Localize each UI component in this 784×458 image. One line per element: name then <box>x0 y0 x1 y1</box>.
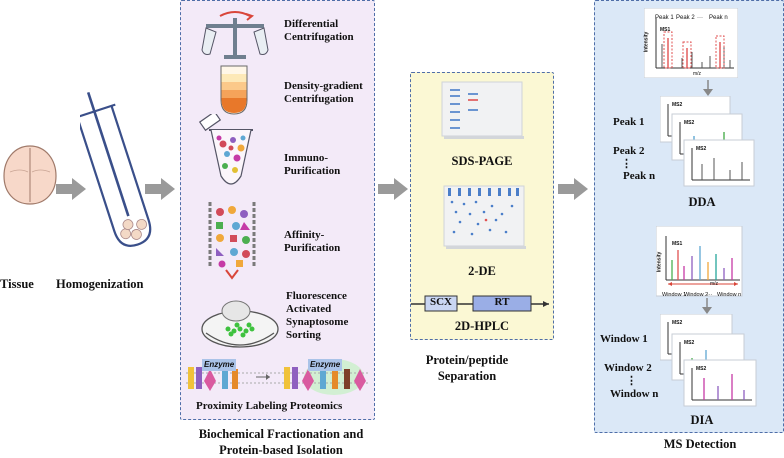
dia-window2-row-label: Window 2 <box>604 362 652 374</box>
dia-windown-row-label: Window n <box>610 388 659 400</box>
dda-mz-label: m/z <box>693 71 702 77</box>
dia-ms2-stack <box>660 314 757 407</box>
dda-peak1-header: Peak 1 <box>655 15 674 21</box>
biochem-panel <box>180 0 375 420</box>
method-density: Density-gradient Centrifugation <box>284 80 363 105</box>
hplc-label: 2D-HPLC <box>454 319 510 333</box>
dia-ms1-spectrum <box>656 226 743 297</box>
dda-peak2-label: Peak 2 <box>613 145 645 157</box>
dda-peak2-header: Peak 2 <box>676 15 695 21</box>
arrow-separation-ms <box>558 178 588 200</box>
dda-label: DDA <box>688 195 716 209</box>
homogenizer-tube-icon <box>80 92 152 247</box>
dda-ms2-label-2: MS2 <box>684 120 695 126</box>
two-de-gel <box>443 185 526 249</box>
affinity-column-icon <box>208 202 256 280</box>
dia-dots-label: ··· <box>707 292 713 298</box>
dia-ms2-label-3: MS2 <box>696 366 707 372</box>
dia-ms1-label: MS1 <box>672 241 683 247</box>
dia-label: DIA <box>690 413 714 427</box>
method-differential: Differential Centrifugation <box>284 18 354 43</box>
dia-mz-label: m/z <box>710 281 719 287</box>
homogenization-label: Homogenization <box>56 277 144 291</box>
dia-vdots-row-label: ⋮ <box>626 375 637 387</box>
density-gradient-tube-icon <box>220 65 248 115</box>
dda-peakn-label: Peak n <box>623 170 656 182</box>
dda-peak1-label: Peak 1 <box>613 116 645 128</box>
brain-icon <box>3 145 57 205</box>
two-de-label: 2-DE <box>468 264 496 278</box>
dda-ms2-label-1: MS2 <box>672 102 683 108</box>
sds-page-label: SDS-PAGE <box>451 154 513 168</box>
method-facs: Fluorescence Activated Synaptosome Sorti… <box>286 290 349 341</box>
dia-ms2-label-1: MS2 <box>672 320 683 326</box>
dda-ms2-label-3: MS2 <box>696 146 707 152</box>
centrifuge-icon <box>201 11 269 59</box>
ms-caption: MS Detection <box>663 437 737 451</box>
dda-vdots-label: ⋮ <box>621 158 632 170</box>
dia-window1-label: Window 1 <box>662 292 687 298</box>
method-immuno: Immuno- Purification <box>284 152 341 177</box>
dia-ms2-label-2: MS2 <box>684 340 695 346</box>
intensity-label-dia-ms1: Intensity <box>656 251 663 273</box>
scx-label: SCX <box>429 296 452 308</box>
dda-down-arrow <box>703 80 713 96</box>
proximity-label: Proximity Labeling Proteomics <box>196 400 343 412</box>
dda-ms1-label: MS1 <box>660 27 671 33</box>
hplc-schematic <box>411 295 549 312</box>
enzyme-label-1: Enzyme <box>202 359 237 371</box>
enzyme-label-2: Enzyme <box>308 359 343 371</box>
arrow-tissue-homog <box>56 178 86 200</box>
facs-dish-icon <box>201 300 279 348</box>
dia-down-arrow <box>702 298 712 314</box>
separation-caption: Protein/peptide Separation <box>425 353 509 383</box>
dia-window2-label: Window 2 <box>684 292 709 298</box>
intensity-label-dda-ms1: Intensity <box>643 31 650 53</box>
dia-window1-row-label: Window 1 <box>600 333 648 345</box>
dda-dots-header: ··· <box>697 15 703 21</box>
dda-ms2-stack <box>660 96 755 187</box>
arrow-homog-biochem <box>145 178 175 200</box>
dia-windown-label: Window n <box>717 292 742 298</box>
dda-peakn-header: Peak n <box>709 15 728 21</box>
dda-ms1-spectrum <box>644 8 738 78</box>
tissue-label: Tissue <box>0 277 34 291</box>
arrow-biochem-separation <box>378 178 408 200</box>
biochem-caption: Biochemical Fractionation and Protein-ba… <box>198 427 364 457</box>
rt-label: RT <box>494 296 510 308</box>
sds-page-gel <box>441 81 524 139</box>
immuno-tube-icon <box>198 114 253 185</box>
method-affinity: Affinity- Purification <box>284 229 341 254</box>
